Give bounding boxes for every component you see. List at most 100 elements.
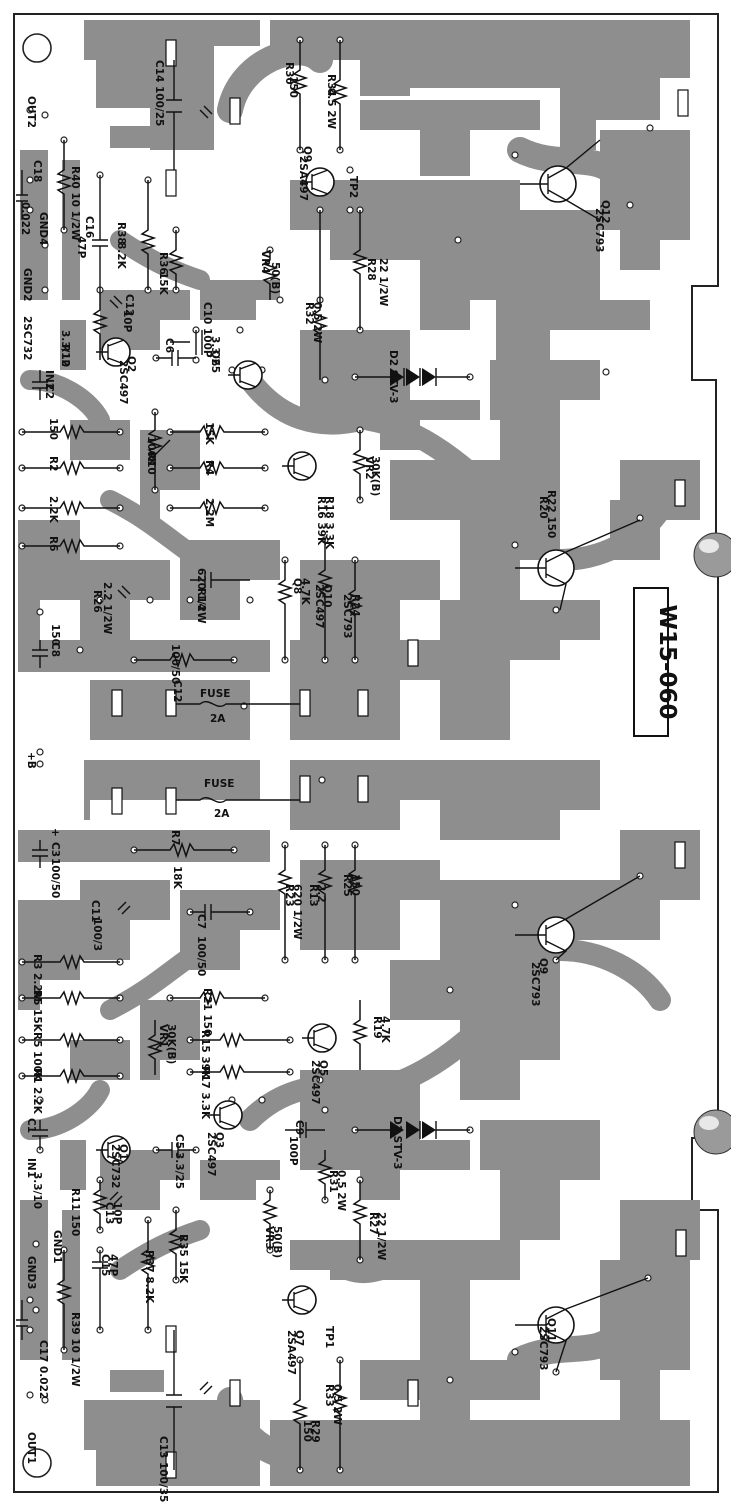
upper-component-label: R12	[59, 344, 71, 367]
upper-component-label: 2SC793	[341, 594, 353, 639]
board-id: W15-060	[654, 605, 680, 720]
lower-component-label: C13	[103, 1202, 115, 1224]
lower-component-label: 3.3/25	[173, 1152, 185, 1189]
upper-component-label: Q9	[301, 146, 313, 162]
lower-component-label: 18K	[171, 866, 183, 890]
lower-component-label: R37 8.2K	[143, 1250, 155, 1304]
lower-component-label: R1 2.2K	[31, 1068, 43, 1115]
lower-component-label: GND1	[51, 1230, 63, 1263]
lower-component-label: R29	[309, 1420, 321, 1443]
lower-component-label: R35 15K	[177, 1234, 189, 1284]
lower-component-label: R15 39K	[199, 1030, 211, 1080]
lower-component-label: VR3	[263, 1226, 275, 1250]
lower-component-label: 100P	[287, 1136, 299, 1166]
upper-component-label: 150	[287, 76, 299, 98]
lower-component-label: 3.3/10	[31, 1172, 43, 1209]
lower-component-label: 0.5 2W	[335, 1170, 347, 1212]
lower-component-label: C11	[89, 900, 101, 922]
upper-component-label: 100/50	[169, 644, 181, 684]
upper-component-label: 10P	[121, 310, 133, 333]
upper-component-label: C18	[31, 160, 43, 182]
upper-component-label: R30	[283, 62, 295, 85]
upper-component-label: 2.2 1/2W	[101, 582, 113, 635]
upper-component-label: 3.3/10	[59, 330, 71, 367]
upper-component-label: 0.022	[19, 202, 31, 235]
upper-component-label: R36	[157, 252, 169, 275]
lower-component-label: C1	[25, 1118, 37, 1133]
upper-component-label: Q12	[599, 200, 611, 224]
upper-component-label: R40 10 1/2W	[69, 166, 81, 241]
lower-component-label: R17 3.3K	[199, 1066, 211, 1120]
lower-component-label: R11 150	[69, 1188, 81, 1236]
lower-component-label: +	[49, 828, 61, 837]
lower-component-label: 100/3	[91, 918, 103, 951]
upper-component-label: 4.7K	[299, 578, 311, 606]
lower-component-label: R33	[323, 1384, 335, 1407]
copper-upper-tracks	[20, 39, 671, 571]
upper-component-label: Q8	[291, 578, 303, 594]
upper-component-label: C10 100P	[201, 302, 213, 358]
bolt-lower	[693, 1109, 731, 1155]
upper-component-label: OUT2	[25, 96, 37, 128]
lower-component-label: 47P	[107, 1254, 119, 1277]
lower-component-label: 2SC497	[205, 1132, 217, 1177]
upper-component-label: 2.2M	[203, 498, 215, 527]
upper-component-label: C2	[43, 384, 55, 399]
lower-component-label: 4.7K	[379, 1016, 391, 1044]
upper-component-label: R14	[195, 588, 207, 611]
upper-component-label: R10	[145, 452, 157, 475]
lower-component-label: 2SA497	[285, 1330, 297, 1375]
upper-component-label: VR4	[259, 250, 271, 274]
upper-component-label: C12	[171, 680, 183, 702]
upper-component-label: R24	[349, 594, 361, 617]
lower-component-label: C7	[195, 914, 207, 929]
lower-component-label: Q5	[317, 1060, 329, 1076]
lower-component-label: 620 1/2W	[291, 884, 303, 940]
lower-component-label: R5 15K	[31, 990, 43, 1033]
upper-component-label: R22 150	[545, 490, 557, 538]
lower-component-label: 150	[301, 1420, 313, 1442]
lower-component-label: 2.2	[315, 884, 327, 903]
lower-component-label: R5 100K	[31, 1032, 43, 1082]
upper-component-label: R6	[47, 536, 59, 551]
upper-component-label: 150	[49, 624, 61, 646]
lower-component-label: R7	[169, 830, 181, 845]
upper-component-label: 2SC793	[593, 208, 605, 253]
upper-component-label: R4	[203, 460, 215, 475]
upper-component-label: C8	[49, 642, 61, 657]
upper-component-label: C14 100/25	[153, 60, 165, 126]
lower-component-label: C5	[173, 1134, 185, 1149]
upper-component-label: GND4	[37, 212, 49, 245]
upper-component-label: 15K	[203, 422, 215, 446]
lower-component-label: Q7	[293, 1330, 305, 1346]
upper-component-label: 2SC497	[313, 584, 325, 629]
upper-component-label: 8.2K	[115, 242, 127, 270]
upper-component-label: Q10	[321, 584, 333, 608]
lower-component-label: R31	[327, 1170, 339, 1193]
upper-component-label: 620 1/2W	[195, 568, 207, 624]
fuse-rating-lower: 2A	[214, 808, 230, 820]
fuse-label-upper: FUSE	[200, 688, 230, 700]
components-lower	[16, 840, 652, 1474]
upper-component-label: R2	[47, 456, 59, 471]
lower-component-label: GND3	[25, 1256, 37, 1289]
lower-component-label: C9	[293, 1120, 305, 1135]
upper-component-label: R32	[303, 302, 315, 325]
lower-component-label: R39 10 1/2W	[69, 1312, 81, 1387]
supply-label: +B	[25, 752, 37, 769]
upper-component-label: R28	[365, 258, 377, 281]
upper-component-label: 47P	[75, 236, 87, 259]
fuse-rating-upper: 2A	[210, 713, 226, 725]
upper-component-label: R26	[91, 590, 103, 613]
lower-component-label: OUT1	[25, 1432, 37, 1464]
board-id-box: W15-060	[633, 587, 680, 737]
lower-component-label: 2SC732	[109, 1144, 121, 1189]
lower-component-label: 150	[349, 874, 361, 896]
upper-component-label: VR2	[363, 456, 375, 480]
upper-component-label: C6	[163, 338, 175, 353]
upper-component-label: 22 1/2W	[377, 258, 389, 307]
upper-component-label: 2SA497	[297, 156, 309, 201]
bolt-upper	[693, 532, 731, 578]
lower-component-label: IN1	[25, 1158, 37, 1178]
